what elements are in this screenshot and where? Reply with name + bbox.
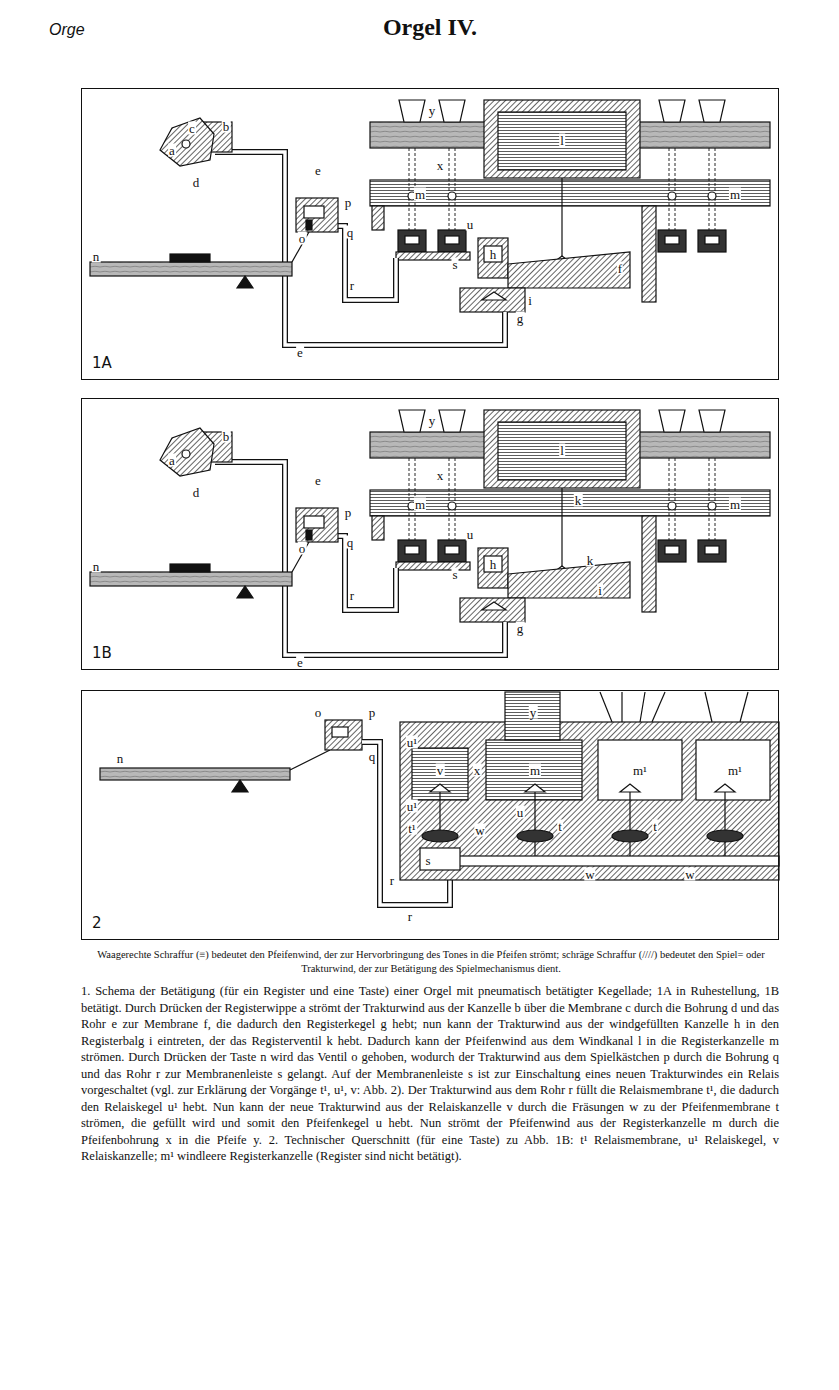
cross-section bbox=[100, 692, 779, 905]
part-letter: t¹ bbox=[407, 822, 417, 835]
part-letter: u bbox=[466, 218, 475, 231]
part-letter: p bbox=[368, 706, 377, 719]
part-letter: k bbox=[574, 494, 583, 507]
figure-number: 1A bbox=[90, 355, 114, 372]
part-letter: s bbox=[424, 854, 431, 867]
part-letter: y bbox=[428, 414, 437, 427]
part-letter: r bbox=[349, 589, 355, 602]
part-letter: c bbox=[188, 122, 196, 135]
part-letter: x bbox=[473, 764, 482, 777]
part-letter: y bbox=[529, 706, 538, 719]
part-letter: r bbox=[407, 910, 413, 923]
part-letter: e bbox=[296, 656, 304, 669]
figure-number: 1B bbox=[90, 645, 114, 662]
pneumatic-mechanism bbox=[90, 100, 770, 345]
part-letter: l bbox=[559, 134, 565, 147]
part-letter: q bbox=[346, 536, 355, 549]
part-letter: d bbox=[192, 176, 201, 189]
part-letter: x bbox=[436, 469, 445, 482]
part-letter: t bbox=[652, 820, 658, 833]
part-letter: y bbox=[428, 104, 437, 117]
part-letter: b bbox=[222, 430, 231, 443]
page-title: Orgel IV. bbox=[383, 14, 477, 41]
part-letter: n bbox=[92, 250, 101, 263]
part-letter: x bbox=[436, 159, 445, 172]
part-letter: g bbox=[516, 312, 525, 325]
part-letter: m bbox=[529, 764, 541, 777]
section-tag: Orge bbox=[48, 22, 86, 38]
part-letter: a bbox=[168, 144, 176, 157]
part-letter: b bbox=[222, 120, 231, 133]
part-letter: g bbox=[516, 622, 525, 635]
part-letter: e bbox=[314, 164, 322, 177]
part-letter: t bbox=[557, 820, 563, 833]
figure-panel: 1A bbox=[81, 88, 779, 380]
part-letter: u¹ bbox=[406, 736, 418, 749]
part-letter: w bbox=[684, 868, 695, 881]
part-letter: h bbox=[489, 558, 498, 571]
part-letter: l bbox=[559, 444, 565, 457]
part-letter: i bbox=[597, 584, 603, 597]
part-letter: n bbox=[116, 752, 125, 765]
part-letter: s bbox=[451, 258, 458, 271]
part-letter: q bbox=[368, 750, 377, 763]
part-letter: e bbox=[314, 474, 322, 487]
figure-panel: 1B bbox=[81, 398, 779, 670]
part-letter: m bbox=[414, 498, 426, 511]
part-letter: o bbox=[298, 232, 307, 245]
part-letter: m¹ bbox=[727, 764, 743, 777]
part-letter: m bbox=[729, 498, 741, 511]
part-letter: w bbox=[584, 868, 595, 881]
part-letter: p bbox=[344, 196, 353, 209]
part-letter: o bbox=[298, 542, 307, 555]
part-letter: s bbox=[451, 568, 458, 581]
part-letter: n bbox=[92, 560, 101, 573]
part-letter: m bbox=[414, 188, 426, 201]
figure-caption: 1. Schema der Betätigung (für ein Regist… bbox=[81, 983, 779, 1165]
part-letter: w bbox=[474, 824, 485, 837]
part-letter: h bbox=[489, 248, 498, 261]
part-letter: r bbox=[349, 279, 355, 292]
part-letter: u¹ bbox=[406, 800, 418, 813]
pneumatic-mechanism bbox=[90, 410, 770, 655]
part-letter: v bbox=[436, 764, 445, 777]
part-letter: m bbox=[729, 188, 741, 201]
part-letter: r bbox=[389, 874, 395, 887]
part-letter: q bbox=[346, 226, 355, 239]
part-letter: k bbox=[586, 554, 595, 567]
part-letter: d bbox=[192, 486, 201, 499]
part-letter: u bbox=[516, 806, 525, 819]
part-letter: p bbox=[344, 506, 353, 519]
part-letter: e bbox=[296, 346, 304, 359]
part-letter: u bbox=[466, 528, 475, 541]
figure-number: 2 bbox=[90, 915, 104, 932]
part-letter: m¹ bbox=[632, 764, 648, 777]
figure-panel: 2 bbox=[81, 690, 779, 940]
part-letter: a bbox=[168, 454, 176, 467]
hatching-note: Waagerechte Schraffur (≡) bedeutet den P… bbox=[81, 948, 781, 975]
part-letter: f bbox=[617, 262, 623, 275]
part-letter: i bbox=[527, 294, 533, 307]
part-letter: o bbox=[314, 706, 323, 719]
